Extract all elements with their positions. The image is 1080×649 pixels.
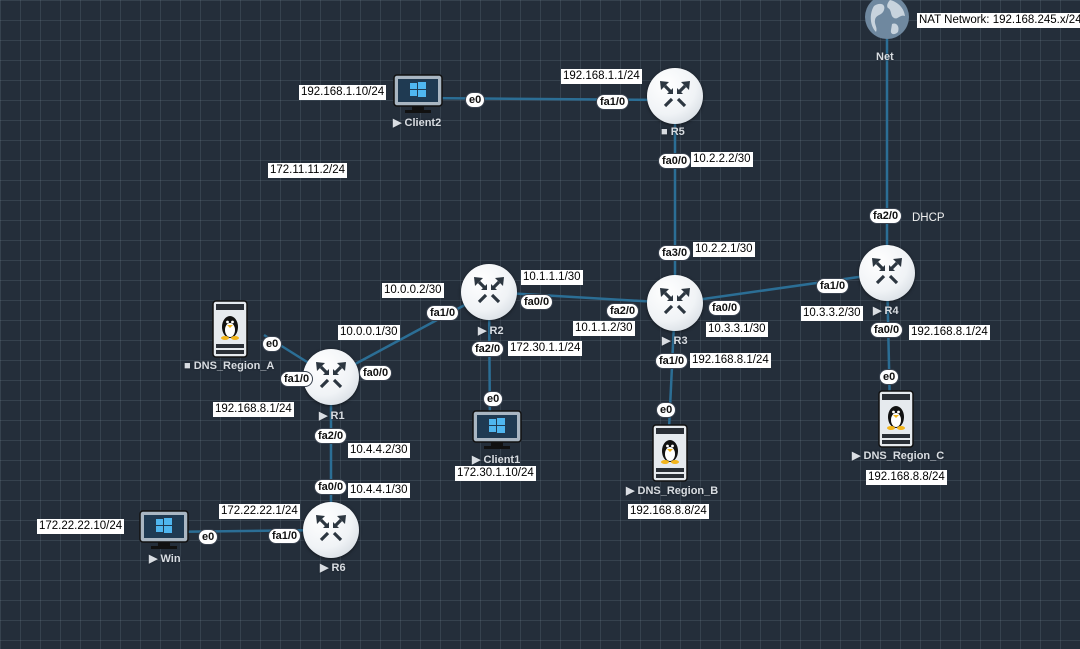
dns-region-b-label: ▶ DNS_Region_B	[626, 485, 719, 497]
win-e0-badge: e0	[198, 529, 219, 545]
globe-icon	[865, 0, 909, 39]
win-ip-label: 172.22.22.10/24	[37, 519, 125, 534]
r4-fa00-badge: fa0/0	[870, 322, 904, 338]
r6-fa10-badge: fa1/0	[268, 528, 302, 544]
dns-c-ip-label: 192.168.8.8/24	[866, 470, 947, 485]
link-r3-r4	[674, 271, 888, 305]
r5-label: ■ R5	[661, 126, 685, 138]
r5-fa00-ip-label: 10.2.2.2/30	[691, 152, 753, 167]
stray-ip-label: 172.11.11.2/24	[268, 163, 348, 178]
r4-label: ▶ R4	[873, 305, 899, 317]
dns-b-e0-badge: e0	[656, 402, 677, 418]
client2-ip-label: 192.168.1.10/24	[299, 85, 387, 100]
client2-e0-badge: e0	[465, 92, 486, 108]
r6-fa10-ip-label: 172.22.22.1/24	[219, 504, 300, 519]
dns-region-c-server-node[interactable]	[878, 390, 914, 448]
r1-fa00-ip-label: 10.0.0.1/30	[338, 325, 400, 340]
client2-label: ▶ Client2	[393, 117, 442, 129]
r3-fa10-badge: fa1/0	[655, 353, 689, 369]
r2-label: ▶ R2	[478, 325, 504, 337]
r3-fa20-badge: fa2/0	[606, 303, 640, 319]
win-label: ▶ Win	[149, 553, 181, 565]
r5-router-node[interactable]	[647, 68, 703, 124]
router-arrows-icon	[474, 277, 504, 304]
r2-fa10-ip-label: 10.0.0.2/30	[382, 283, 444, 298]
r1-label: ▶ R1	[319, 410, 345, 422]
r1-fa20-badge: fa2/0	[314, 428, 348, 444]
windows-pc-icon	[139, 510, 189, 549]
dns-b-ip-label: 192.168.8.8/24	[628, 504, 709, 519]
router-arrows-icon	[660, 81, 690, 108]
windows-pc-icon	[472, 410, 522, 449]
r1-fa20-ip-label: 10.4.4.2/30	[348, 443, 410, 458]
r5-fa10-ip-label: 192.168.1.1/24	[561, 69, 642, 84]
client1-e0-badge: e0	[483, 391, 504, 407]
dns-region-a-server-node[interactable]	[212, 300, 248, 358]
r2-fa10-badge: fa1/0	[426, 305, 460, 321]
link-r2-r1	[330, 290, 490, 379]
linux-server-icon	[878, 390, 914, 448]
dhcp-label: DHCP	[912, 212, 945, 224]
link-r2-r3	[488, 290, 676, 305]
net-label: Net	[876, 51, 894, 63]
r4-fa00-ip-label: 192.168.8.1/24	[909, 325, 990, 340]
r1-fa10-badge: fa1/0	[280, 371, 314, 387]
client1-ip-label: 172.30.1.10/24	[455, 466, 536, 481]
r4-fa10-badge: fa1/0	[816, 278, 850, 294]
r3-fa00-ip-label: 10.3.3.1/30	[706, 322, 768, 337]
dns-region-b-server-node[interactable]	[652, 424, 688, 482]
router-arrows-icon	[316, 362, 346, 389]
r2-fa20-ip-label: 172.30.1.1/24	[508, 341, 583, 356]
r2-fa00-badge: fa0/0	[520, 294, 554, 310]
linux-server-icon	[652, 424, 688, 482]
nat-network-label: NAT Network: 192.168.245.x/24	[917, 13, 1080, 28]
r3-label: ▶ R3	[662, 335, 688, 347]
dns-region-a-label: ■ DNS_Region_A	[184, 360, 275, 372]
dns-c-e0-badge: e0	[879, 369, 900, 385]
r6-fa00-ip-label: 10.4.4.1/30	[348, 483, 410, 498]
r2-router-node[interactable]	[461, 264, 517, 320]
r4-router-node[interactable]	[859, 245, 915, 301]
linux-server-icon	[212, 300, 248, 358]
r6-fa00-badge: fa0/0	[314, 479, 348, 495]
r2-fa20-badge: fa2/0	[471, 341, 505, 357]
r3-fa20-ip-label: 10.1.1.2/30	[573, 321, 635, 336]
router-arrows-icon	[872, 258, 902, 285]
client1-label: ▶ Client1	[472, 454, 521, 466]
r6-label: ▶ R6	[320, 562, 346, 574]
r5-fa10-badge: fa1/0	[596, 94, 630, 110]
r3-fa30-ip-label: 10.2.2.1/30	[693, 242, 755, 257]
r3-router-node[interactable]	[647, 275, 703, 331]
dns-region-c-label: ▶ DNS_Region_C	[852, 450, 945, 462]
r4-fa20-badge: fa2/0	[869, 208, 903, 224]
r1-lan-ip-label: 192.168.8.1/24	[213, 402, 294, 417]
client1-pc-node[interactable]	[472, 410, 522, 450]
client2-pc-node[interactable]	[393, 74, 443, 114]
r1-fa00-badge: fa0/0	[359, 365, 393, 381]
router-arrows-icon	[316, 515, 346, 542]
dns-a-e0-badge: e0	[262, 336, 283, 352]
r5-fa00-badge: fa0/0	[658, 153, 692, 169]
link-client2-r5	[417, 96, 676, 102]
r3-fa30-badge: fa3/0	[658, 245, 692, 261]
r3-fa10-ip-label: 192.168.8.1/24	[690, 353, 771, 368]
router-arrows-icon	[660, 288, 690, 315]
r2-fa00-ip-label: 10.1.1.1/30	[521, 270, 583, 285]
r6-router-node[interactable]	[303, 502, 359, 558]
windows-pc-icon	[393, 74, 443, 113]
r4-fa10-ip-label: 10.3.3.2/30	[801, 306, 863, 321]
r3-fa00-badge: fa0/0	[708, 300, 742, 316]
win-pc-node[interactable]	[139, 510, 189, 550]
net-cloud-node[interactable]	[864, 0, 910, 40]
